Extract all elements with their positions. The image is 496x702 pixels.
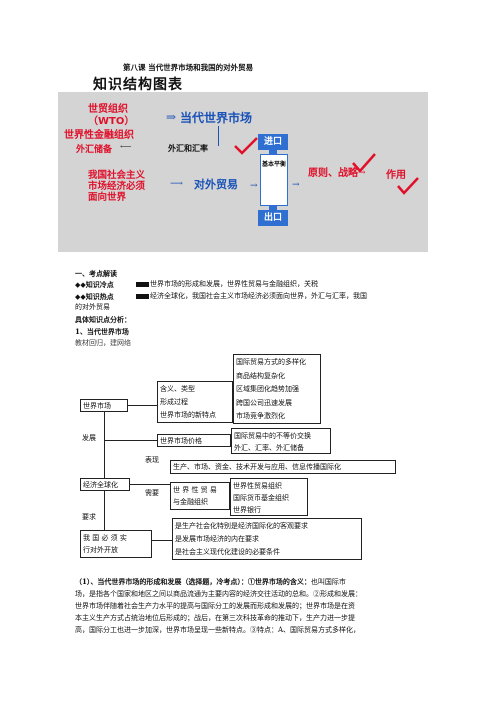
cold-text: 世界市场的形成和发展，世界性贸易与金融组织，关税 [150, 280, 318, 288]
wto-label: 世贸组织 [88, 104, 128, 115]
reasons-box: 是生产社会化特别是经济国际化的客观要求 是发展市场经济的内在要求 是社会主义现代… [172, 518, 362, 560]
manifest-label: 表现 [145, 456, 159, 464]
new-features: 世界市场的新特点 [160, 411, 216, 419]
arrow-right-icon-2: → [250, 181, 258, 191]
arrow-right-icon: ⟶ [170, 179, 183, 189]
cold-arrow [136, 282, 149, 287]
sub-heading: 1、当代世界市场 [75, 327, 129, 336]
connector-line [218, 126, 219, 146]
analysis-label: 具体知识点分析： [75, 315, 131, 324]
feature-item: 区域集团化趋势加强 [236, 385, 299, 394]
foreign-trade-label: 对外贸易 [194, 178, 238, 191]
need-label: 需要 [145, 489, 159, 497]
hot-text: 经济全球化，我国社会主义市场经济必须面向世界，外汇与汇率，我国 [150, 292, 367, 300]
feature-item: 跨国公司迅速发展 [236, 398, 292, 407]
org-item: 世界银行 [233, 506, 261, 514]
world-market-box: 世界市场 [80, 399, 128, 412]
tree-connector [130, 484, 170, 485]
requirement-label: 要求 [82, 513, 96, 521]
section-heading: 一、考点解读 [75, 269, 117, 278]
paragraph-line3: 世界市场伴随着社会生产力水平的提高与国际分工的发展而形成和发展的；世界市场是在资 [75, 602, 355, 610]
china-line1: 我 国 必 须 实 [83, 534, 127, 542]
world-market-label: 当代世界市场 [180, 111, 253, 125]
paragraph-lead: （1）、当代世界市场的形成和发展（选择题，冷考点）：①世界市场的含义： [75, 577, 311, 586]
paragraph-line2: 场，是指各个国家和地区之间以商品流通为主要内容的经济交往活动的总和。②形成和发展… [75, 590, 362, 598]
price-items-box: 国际贸易中的不等价交换 外汇、汇率、外汇储备 [231, 428, 331, 454]
tree-connector [104, 412, 105, 478]
reason-item: 是生产社会化特别是经济国际化的客观要求 [175, 522, 308, 530]
reason-item: 是发展市场经济的内在要求 [175, 535, 259, 543]
balance-box: 基本平衡 [260, 154, 288, 206]
china-line2: 行对外开放 [83, 546, 118, 554]
knowledge-diagram: 世贸组织 （WTO） 世界性金融组织 ⇒ 当代世界市场 外汇储备 ⟵ 外汇和汇率… [58, 92, 428, 252]
import-bar: 进口 [258, 134, 288, 150]
development-label: 发展 [82, 434, 96, 442]
socialist-market-line3: 面向世界 [88, 192, 127, 203]
orgs-label-line2: 与金融组织 [173, 498, 208, 506]
socialist-market-line2: 市场经济必须 [88, 181, 146, 192]
globalization-box: 经济全球化 [80, 478, 130, 491]
hot-text-cont: 的对外贸易 [75, 303, 110, 311]
tree-connector [152, 540, 172, 541]
arrow-icon: ⇒ [166, 110, 177, 124]
forex-label: 外汇储备 [76, 145, 113, 155]
arrow-right-icon-3: → [292, 180, 300, 190]
features-box: 国际贸易方式的多样化 商品结构复杂化 区域集团化趋势加强 跨国公司迅速发展 市场… [233, 354, 321, 424]
arrow-right-icon-4: → [358, 168, 366, 178]
tree-connector [104, 491, 105, 530]
balance-text: 基本平衡 [261, 161, 286, 168]
content-type: 含义、类型 [160, 385, 195, 393]
paragraph-line4: 本主义生产方式占统治地位后形成的；战后，在第三次科技革命的推动下，生产力进一步提 [75, 614, 355, 622]
price-item: 外汇、汇率、外汇储备 [234, 444, 304, 452]
china-box: 我 国 必 须 实 行对外开放 [80, 530, 152, 558]
orgs-label-box: 世 界 性 贸 易 与金融组织 [170, 482, 230, 510]
method-text: 教材回归，建网络 [75, 339, 131, 347]
socialist-market-line1: 我国社会主义 [88, 170, 146, 181]
role-label: 作用 [386, 170, 406, 181]
orgs-box: 世界性贸易组织 国际货币基金组织 世界银行 [230, 478, 308, 516]
price-box: 世界市场价格 [157, 434, 231, 447]
check-icon [397, 177, 419, 195]
left-arrow-icon: ⟵ [120, 142, 132, 151]
paragraph-line1-tail: 也叫国际市 [310, 578, 346, 586]
structure-title: 知识结构图表 [93, 77, 183, 93]
orgs-label-line1: 世 界 性 贸 易 [173, 486, 217, 494]
chapter-title: 第八课 当代世界市场和我国的对外贸易 [123, 63, 254, 72]
tree-connector [104, 440, 157, 441]
org-item: 国际货币基金组织 [233, 494, 289, 502]
forex-link-label: 外汇和汇率 [168, 144, 208, 153]
check-icon [352, 153, 376, 173]
formation: 形成过程 [160, 398, 188, 406]
imf-label: 世界性金融组织 [64, 130, 134, 141]
hot-arrow [136, 294, 149, 299]
feature-item: 商品结构复杂化 [236, 371, 285, 380]
manifest-box: 生产、市场、资金、技术开发与应用、信息传播国际化 [170, 460, 396, 474]
tree-connector [128, 405, 157, 406]
price-item: 国际贸易中的不等价交换 [234, 432, 311, 440]
feature-item: 国际贸易方式的多样化 [236, 358, 306, 366]
reason-item: 是社会主义现代化建设的必要条件 [175, 548, 280, 556]
export-bar: 出口 [258, 210, 288, 226]
meaning-box: 含义、类型 形成过程 世界市场的新特点 [157, 381, 233, 423]
paragraph: （1）、当代世界市场的形成和发展（选择题，冷考点）：①世界市场的含义：也叫国际市… [75, 576, 435, 636]
check-icon [234, 137, 258, 155]
principle-label: 原则、战略 [308, 168, 358, 179]
cold-label: ◆◆知识冷点 [75, 280, 114, 289]
paragraph-line5: 高，国际分工也进一步加深，世界市场呈现一些新特点。③特点：A、国际贸易方式多样化… [75, 626, 361, 634]
wto-abbr: （WTO） [88, 116, 135, 127]
org-item: 世界性贸易组织 [233, 482, 282, 490]
hot-label: ◆◆知识热点 [75, 292, 114, 301]
feature-item: 市场竞争激烈化 [236, 412, 285, 421]
